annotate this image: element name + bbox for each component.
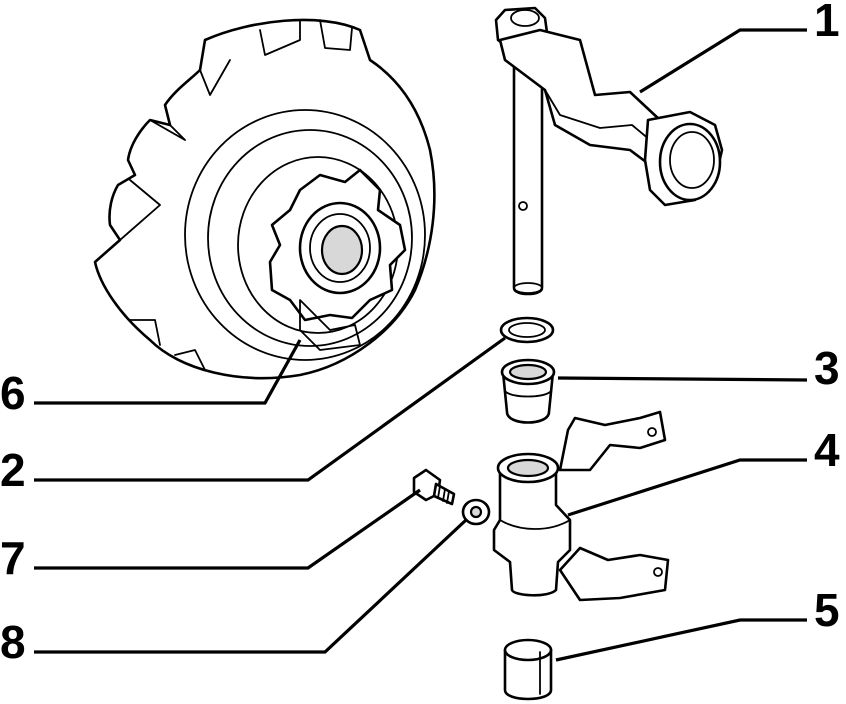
callout-number-4: 4 xyxy=(814,424,840,476)
part-6-clutch-release-assembly xyxy=(93,18,436,380)
callout-number-2: 2 xyxy=(0,444,26,496)
leader-line-2 xyxy=(34,336,506,482)
callout-number-3: 3 xyxy=(814,342,840,394)
leader-line-8 xyxy=(34,518,468,654)
callout-number-1: 1 xyxy=(814,0,840,46)
leader-line-4 xyxy=(567,458,807,517)
leader-line-6 xyxy=(34,339,302,405)
leader-line-3 xyxy=(557,376,808,382)
callout-number-6: 6 xyxy=(0,367,26,419)
callout-number-7: 7 xyxy=(0,532,26,584)
part-5-lower-bushing xyxy=(503,638,553,701)
part-1-fork-shaft-lever xyxy=(494,6,724,296)
leader-line-7 xyxy=(34,488,421,570)
callout-number-5: 5 xyxy=(814,584,840,636)
part-4-clutch-fork xyxy=(492,410,670,602)
leader-line-1 xyxy=(639,28,807,94)
leader-line-5 xyxy=(555,618,807,662)
leader-lines xyxy=(34,28,808,662)
part-8-washer xyxy=(461,498,491,526)
part-7-bolt xyxy=(412,468,456,506)
part-2-o-ring xyxy=(499,316,555,344)
callout-number-8: 8 xyxy=(0,616,26,668)
part-3-upper-bushing xyxy=(500,358,556,424)
